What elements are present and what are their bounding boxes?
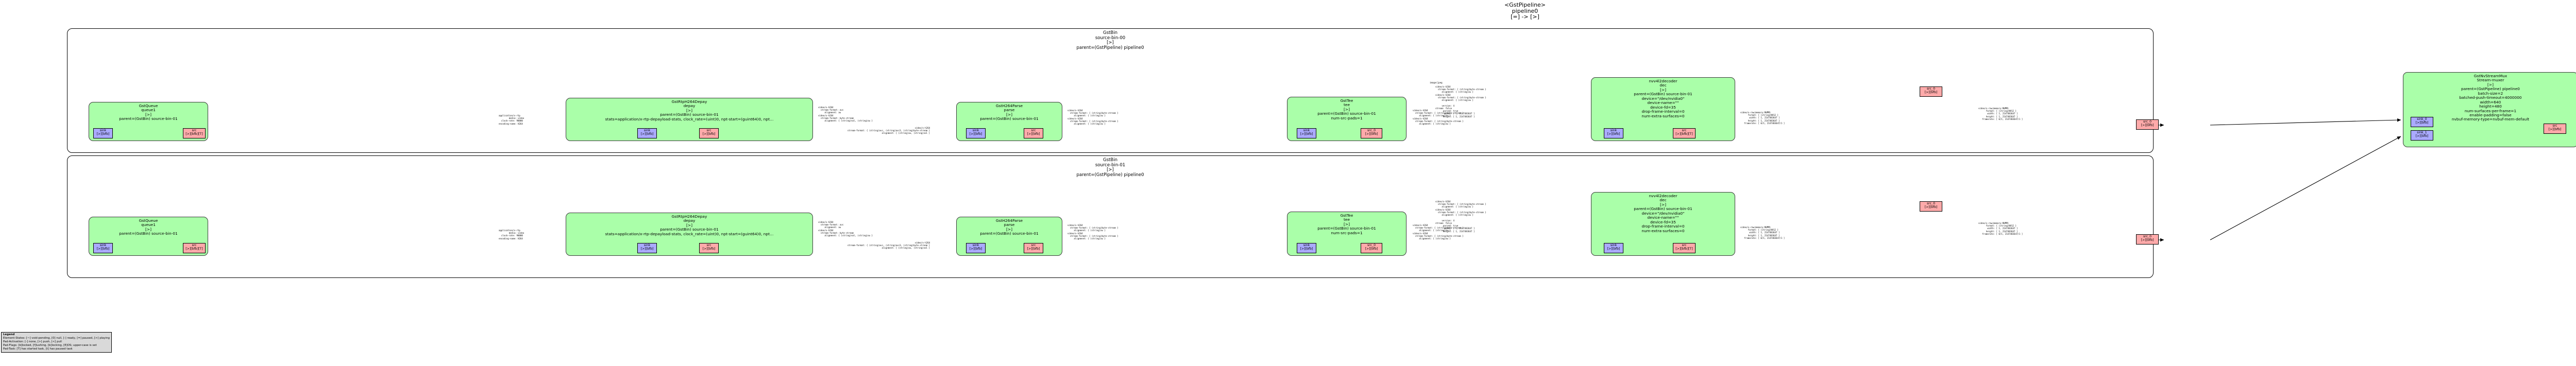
ghost-pad-src-outer-row-b[interactable]: src_0 [>][bfb] xyxy=(2136,234,2159,245)
pad-sink[interactable]: sink [>][bfb] xyxy=(93,243,113,253)
pad-sink[interactable]: sink [>][bfb] xyxy=(93,128,113,138)
element-label: GstNvStreamMux Stream-muxer [>] parent=(… xyxy=(2451,74,2530,122)
caps-rtp-in-a: application/x-rtp media: video clock-rat… xyxy=(499,114,524,125)
bin-source-bin-01[interactable]: GstBin source-bin-01 [>] parent=(GstPipe… xyxy=(67,155,2154,278)
caps-image-jpeg: image/jpeg xyxy=(1430,81,1443,84)
caps-tee-out-a: video/x-h264 stream-format: { (string)by… xyxy=(1413,109,1464,126)
pad-src[interactable]: src_0 [>][bfb] xyxy=(1361,128,1382,138)
legend: Legend Element-States: [~] void-pending,… xyxy=(1,332,112,353)
pad-sink-1[interactable]: sink_1 [>][bfb] xyxy=(2411,130,2433,141)
caps-dec-in-b: video/x-h264 stream-format: { (string)by… xyxy=(1435,200,1486,233)
pad-sink-0[interactable]: sink_0 [>][bfb] xyxy=(2411,117,2433,127)
legend-line-pad-flags: Pad-Flags: [b]locked, [f]lushing, [b]loc… xyxy=(3,343,97,347)
caps-tee-out-b: video/x-h264 stream-format: { (string)by… xyxy=(1413,224,1464,240)
element-label: GstH264Parse parse [>] parent=(GstBin) s… xyxy=(980,219,1039,236)
element-label: GstRtpH264Depay depay [>] parent=(GstBin… xyxy=(605,215,774,236)
element-parse-row-a[interactable]: GstH264Parse parse [>] parent=(GstBin) s… xyxy=(956,102,1062,141)
pad-src[interactable]: src [>][bfb][T] xyxy=(183,243,206,253)
pad-src[interactable]: src [>][bfb][T] xyxy=(1673,128,1696,138)
caps-parse-in-a: video/x-h264 stream-format: { (string)av… xyxy=(847,127,930,135)
pad-sink[interactable]: sink [>][bfb] xyxy=(637,128,657,138)
caps-dec-in-a: video/x-h264 stream-format: { (string)by… xyxy=(1435,85,1486,118)
element-label: GstRtpH264Depay depay [>] parent=(GstBin… xyxy=(605,100,774,121)
pad-src[interactable]: src [>][bfb] xyxy=(2544,124,2566,134)
element-streammux[interactable]: GstNvStreamMux Stream-muxer [>] parent=(… xyxy=(2403,72,2576,147)
caps-dec-out-b: video/x-raw(memory:NVMM) format: { (stri… xyxy=(1740,226,1785,239)
pad-src[interactable]: src [>][bfb] xyxy=(1024,128,1043,138)
element-tee-row-a[interactable]: GstTee tee [>] parent=(GstBin) source-bi… xyxy=(1287,97,1406,141)
element-depay-row-b[interactable]: GstRtpH264Depay depay [>] parent=(GstBin… xyxy=(566,213,813,256)
pad-sink[interactable]: sink [>][bfb] xyxy=(1604,243,1623,253)
caps-ghost-b: video/x-raw(memory:NVMM) format: { (stri… xyxy=(1978,222,2023,235)
element-label: nvv4l2decoder dec [>] parent=(GstBin) so… xyxy=(1634,194,1692,233)
pad-src[interactable]: src [>][bfb][T] xyxy=(1673,243,1696,253)
element-label: GstQueue queue1 [>] parent=(GstBin) sour… xyxy=(119,104,178,121)
pad-src[interactable]: src [>][bfb] xyxy=(699,128,719,138)
caps-parse-in-b: video/x-h264 stream-format: { (string)av… xyxy=(847,241,930,250)
caps-parse-out-a: video/x-h264 stream-format: { (string)by… xyxy=(1067,109,1118,126)
pad-sink[interactable]: sink [>][bfb] xyxy=(1297,128,1316,138)
caps-depay-out-a: video/x-h264 stream-format: avc alignmen… xyxy=(818,106,873,123)
legend-line-element-states: Element-States: [~] void-pending, [0] nu… xyxy=(3,336,110,340)
element-parse-row-b[interactable]: GstH264Parse parse [>] parent=(GstBin) s… xyxy=(956,217,1062,256)
element-label: GstH264Parse parse [>] parent=(GstBin) s… xyxy=(980,104,1039,121)
element-decoder-row-a[interactable]: nvv4l2decoder dec [>] parent=(GstBin) so… xyxy=(1591,77,1735,141)
legend-line-pad-activation: Pad-Activation: [-] none, [>] push, [<] … xyxy=(3,340,62,343)
caps-parse-out-b: video/x-h264 stream-format: { (string)by… xyxy=(1067,224,1118,240)
element-depay-row-a[interactable]: GstRtpH264Depay depay [>] parent=(GstBin… xyxy=(566,98,813,141)
legend-title: Legend xyxy=(3,333,15,336)
pad-src[interactable]: src_0 [>][bfb] xyxy=(1361,243,1382,253)
pad-sink[interactable]: sink [>][bfb] xyxy=(966,243,986,253)
caps-dec-out-a: video/x-raw(memory:NVMM) format: { (stri… xyxy=(1740,111,1785,125)
pad-src[interactable]: src [>][bfb] xyxy=(1024,243,1043,253)
element-tee-row-b[interactable]: GstTee tee [>] parent=(GstBin) source-bi… xyxy=(1287,212,1406,256)
bin-label: GstBin source-bin-01 [>] parent=(GstPipe… xyxy=(1076,158,1144,178)
element-queue-row-b[interactable]: GstQueue queue1 [>] parent=(GstBin) sour… xyxy=(89,217,208,256)
element-label: GstTee tee [>] parent=(GstBin) source-bi… xyxy=(1317,214,1376,235)
element-decoder-row-b[interactable]: nvv4l2decoder dec [>] parent=(GstBin) so… xyxy=(1591,192,1735,256)
element-label: nvv4l2decoder dec [>] parent=(GstBin) so… xyxy=(1634,79,1692,118)
ghost-pad-src-row-a[interactable]: src_0 [>][bfb] xyxy=(1920,86,1942,97)
page-title: <GstPipeline> pipeline0 [=] -> [>] xyxy=(1504,2,1546,21)
pad-src[interactable]: src [>][bfb] xyxy=(699,243,719,253)
ghost-pad-src-outer-row-a[interactable]: src_0 [>][bfb] xyxy=(2136,119,2159,130)
pad-src[interactable]: src [>][bfb][T] xyxy=(183,128,206,138)
bin-label: GstBin source-bin-00 [>] parent=(GstPipe… xyxy=(1076,30,1144,50)
bin-source-bin-00[interactable]: GstBin source-bin-00 [>] parent=(GstPipe… xyxy=(67,28,2154,153)
caps-rtp-in-b: application/x-rtp media: video clock-rat… xyxy=(499,229,524,240)
element-label: GstQueue queue1 [>] parent=(GstBin) sour… xyxy=(119,219,178,236)
caps-ghost-a: video/x-raw(memory:NVMM) format: { (stri… xyxy=(1978,107,2023,120)
pad-sink[interactable]: sink [>][bfb] xyxy=(1604,128,1623,138)
pad-sink[interactable]: sink [>][bfb] xyxy=(637,243,657,253)
pad-sink[interactable]: sink [>][bfb] xyxy=(1297,243,1316,253)
element-queue-row-a[interactable]: GstQueue queue1 [>] parent=(GstBin) sour… xyxy=(89,102,208,141)
legend-line-pad-task: Pad-Task: [T] has started task, [t] has … xyxy=(3,347,73,351)
element-label: GstTee tee [>] parent=(GstBin) source-bi… xyxy=(1317,99,1376,120)
ghost-pad-src-row-b[interactable]: src_0 [>][bfb] xyxy=(1920,201,1942,212)
caps-depay-out-b: video/x-h264 stream-format: avc alignmen… xyxy=(818,221,873,237)
pad-sink[interactable]: sink [>][bfb] xyxy=(966,128,986,138)
